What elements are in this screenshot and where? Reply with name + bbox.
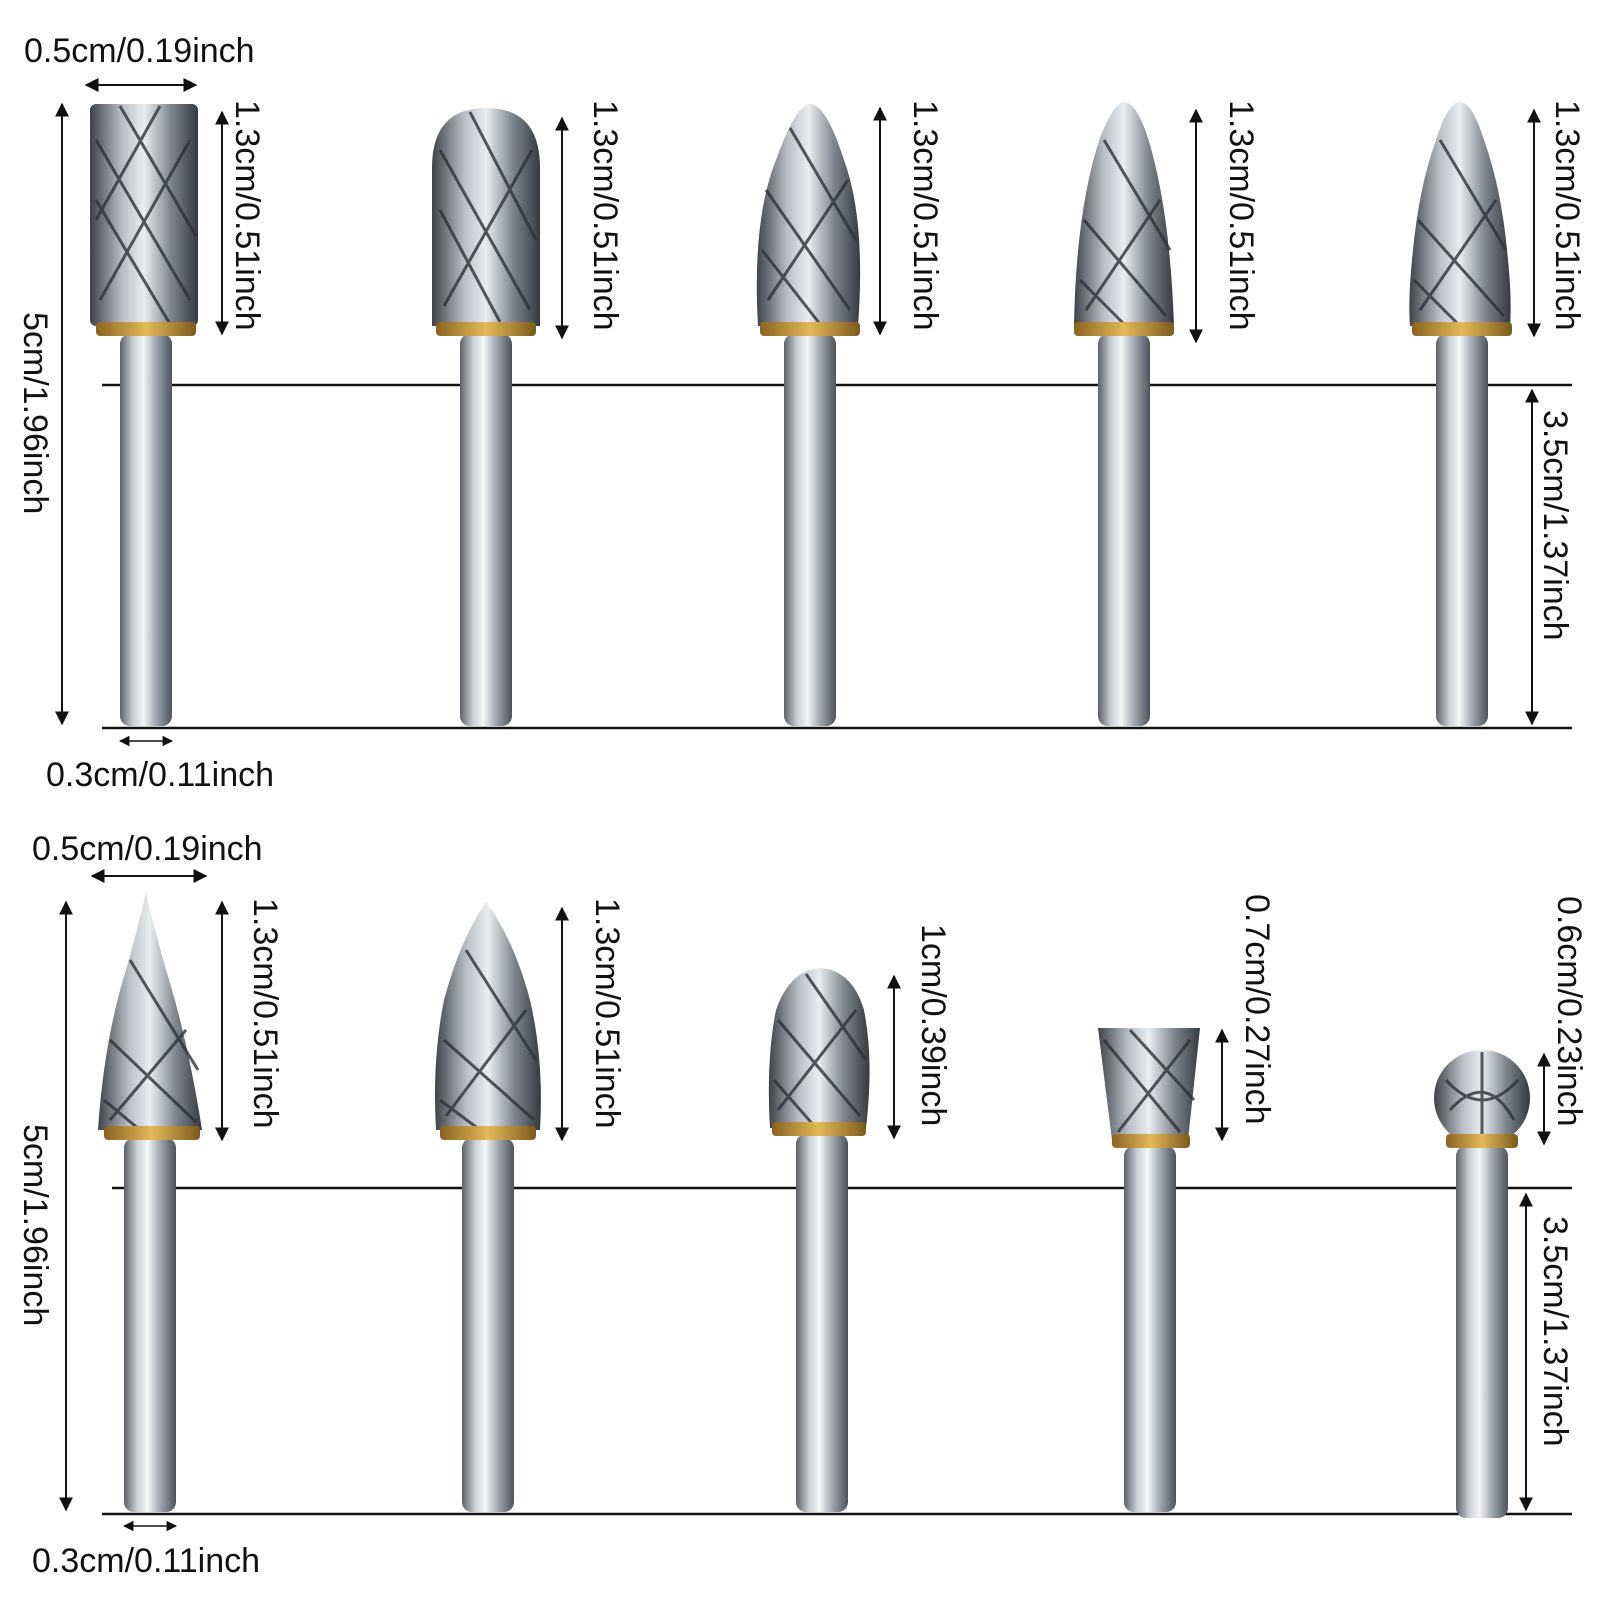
head — [432, 108, 540, 326]
brazing-ring — [1112, 1134, 1190, 1148]
flutes — [438, 111, 538, 323]
burr-3-head-length-label: 1.3cm/0.51inch — [906, 100, 944, 331]
shank — [1124, 1146, 1176, 1512]
burr-cylinder — [90, 104, 198, 726]
bottom-burr-2-head-length-label: 1.3cm/0.51inch — [588, 898, 626, 1129]
bottom-burr-1-head-length-label: 1.3cm/0.51inch — [246, 898, 284, 1129]
brazing-ring — [104, 1126, 200, 1140]
shank — [784, 334, 836, 726]
brazing-ring — [772, 1122, 866, 1136]
flutes — [1444, 1052, 1520, 1144]
burr-2-head-length-label: 1.3cm/0.51inch — [586, 100, 624, 331]
burr-ball — [1434, 1050, 1530, 1518]
flutes — [94, 105, 198, 325]
shank — [796, 1134, 848, 1512]
shank — [462, 1138, 514, 1512]
burr-oval — [756, 104, 861, 726]
head — [1098, 1028, 1200, 1140]
shank — [1098, 334, 1150, 726]
flutes — [772, 973, 868, 1129]
burr-tree-pointed — [1074, 102, 1174, 726]
head — [98, 892, 202, 1130]
top-shank-diameter-label: 0.3cm/0.11inch — [46, 756, 274, 794]
bottom-head-width-label: 0.5cm/0.19inch — [32, 830, 263, 868]
brazing-ring — [1412, 322, 1512, 336]
head — [756, 104, 861, 326]
brazing-ring — [1446, 1134, 1518, 1148]
top-shank-length-label: 3.5cm/1.37inch — [1536, 410, 1574, 641]
brazing-ring — [1074, 322, 1174, 336]
bottom-shank-length-label: 3.5cm/1.37inch — [1536, 1216, 1574, 1447]
bottom-panel: 0.5cm/0.19inch 5cm/1.96inch 3.5cm/1.37in… — [16, 830, 1588, 1580]
burr-pointed-tree — [435, 902, 541, 1512]
flutes — [439, 949, 538, 1132]
burr-4-head-length-label: 1.3cm/0.51inch — [1222, 100, 1260, 331]
head — [1074, 102, 1174, 326]
head — [435, 902, 541, 1130]
top-head-width-label: 0.5cm/0.19inch — [24, 32, 255, 70]
burr-egg — [768, 968, 870, 1512]
brazing-ring — [96, 322, 196, 336]
top-panel: 0.5cm/0.19inch 5cm/1.96inch 3.5cm/1.37in… — [16, 32, 1586, 794]
bottom-overall-length-label: 5cm/1.96inch — [16, 1124, 54, 1326]
bottom-burr-4-head-length-label: 0.7cm/0.27inch — [1238, 894, 1276, 1125]
flutes — [760, 127, 858, 325]
shank — [120, 334, 172, 726]
flutes — [1078, 139, 1172, 328]
shank — [124, 1138, 176, 1512]
flutes — [1412, 139, 1508, 328]
burr-cylinder-ball-nose — [432, 108, 540, 726]
brazing-ring — [760, 322, 860, 336]
shank — [1456, 1146, 1508, 1518]
brazing-ring — [440, 1126, 536, 1140]
bottom-shank-diameter-label: 0.3cm/0.11inch — [32, 1542, 260, 1580]
burr-inverted-cone — [1098, 1028, 1200, 1512]
flutes — [103, 959, 200, 1132]
shank — [460, 334, 512, 726]
shank — [1436, 334, 1488, 726]
flutes — [1102, 1028, 1196, 1133]
top-overall-length-label: 5cm/1.96inch — [16, 312, 54, 514]
burr-1-head-length-label: 1.3cm/0.51inch — [228, 100, 266, 331]
burr-5-head-length-label: 1.3cm/0.51inch — [1548, 100, 1586, 331]
burr-cone-pointed — [98, 892, 202, 1512]
burr-flame — [1409, 102, 1512, 726]
bottom-burr-3-head-length-label: 1cm/0.39inch — [914, 924, 952, 1126]
bottom-burr-5-head-length-label: 0.6cm/0.23inch — [1550, 896, 1588, 1127]
head — [1409, 102, 1511, 326]
brazing-ring — [436, 322, 536, 336]
